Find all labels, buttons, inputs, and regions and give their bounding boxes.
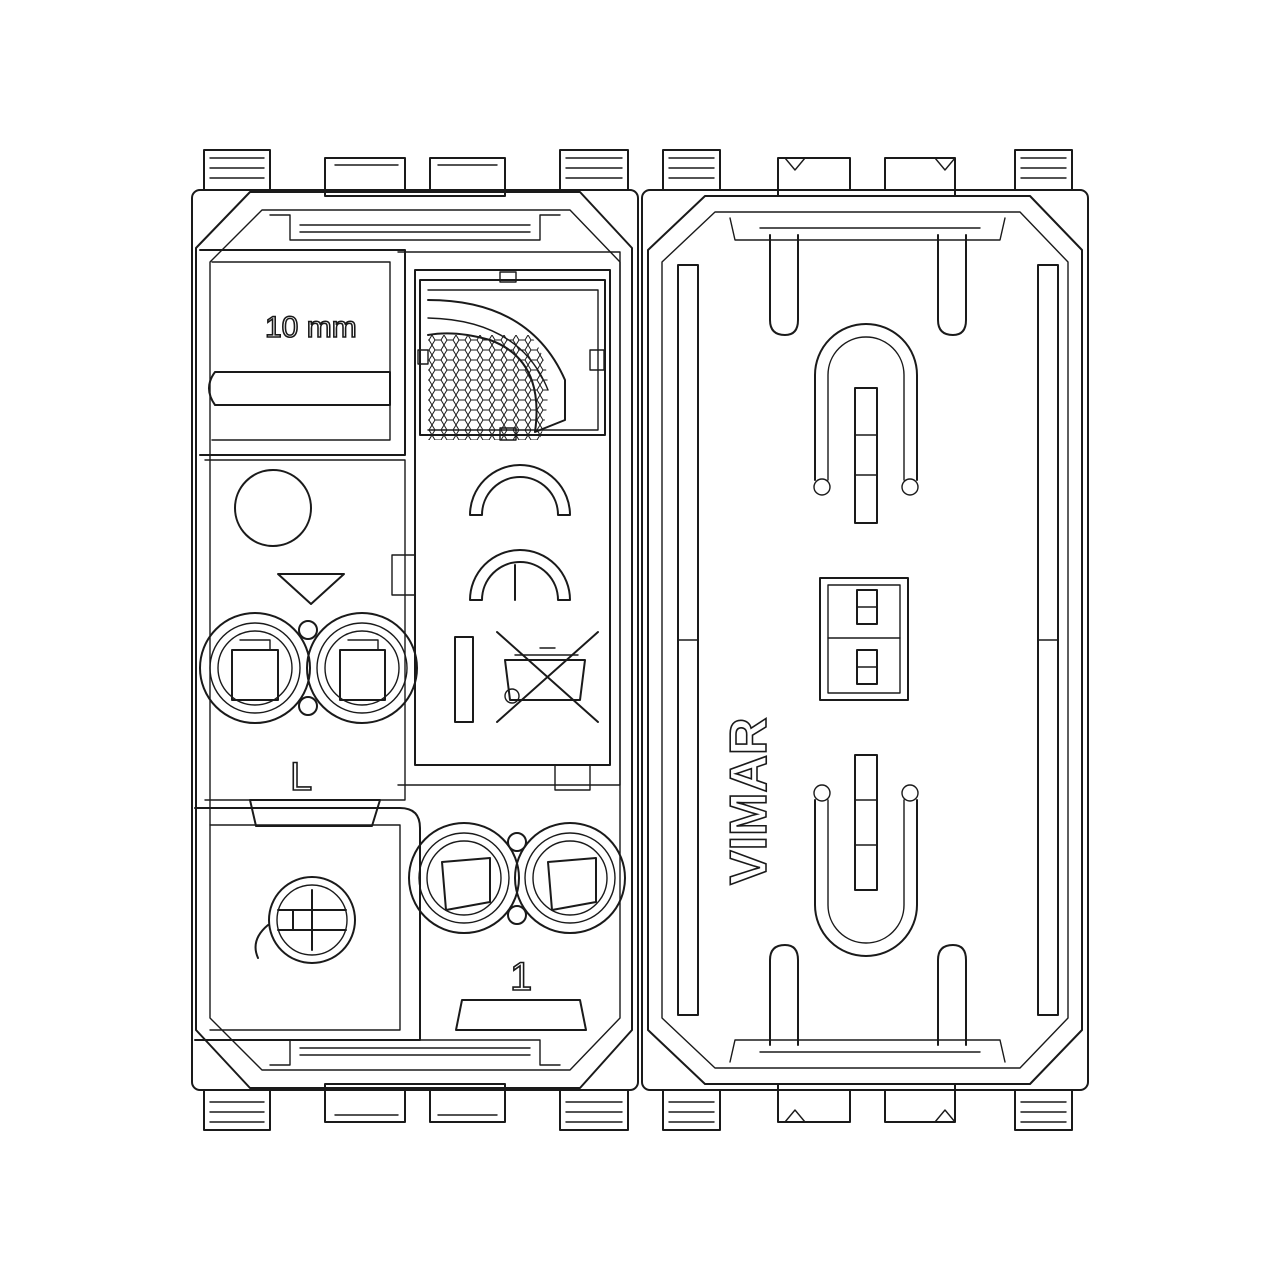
left-module: 10 mm L [191,149,639,1131]
brand-logo-text: VIMAR [720,717,778,885]
sensor-lens-icon [417,271,606,441]
terminal-l-screws [199,612,418,724]
terminal-1-screws [408,822,626,934]
lower-spring-slot [813,754,919,957]
ce-mark [469,464,571,601]
terminal-1-label: 1 [510,955,532,999]
strip-gauge-slot [208,371,391,406]
terminal-l-label: L [290,755,312,799]
right-module-frame [641,189,1089,1091]
arrow-down-icon [277,573,345,605]
upper-spring-slot [813,323,919,524]
label-panel [414,269,611,766]
left-module-frame [191,189,639,1091]
indicator-circle [234,469,312,547]
adjustment-knob-icon [254,876,356,964]
center-connector [819,577,909,701]
strip-length-label: 10 mm [265,311,357,344]
right-rail [1037,264,1059,1016]
weee-crossed-bin-icon [454,631,599,723]
left-rail [677,264,699,1016]
right-module: VIMAR [641,149,1089,1131]
